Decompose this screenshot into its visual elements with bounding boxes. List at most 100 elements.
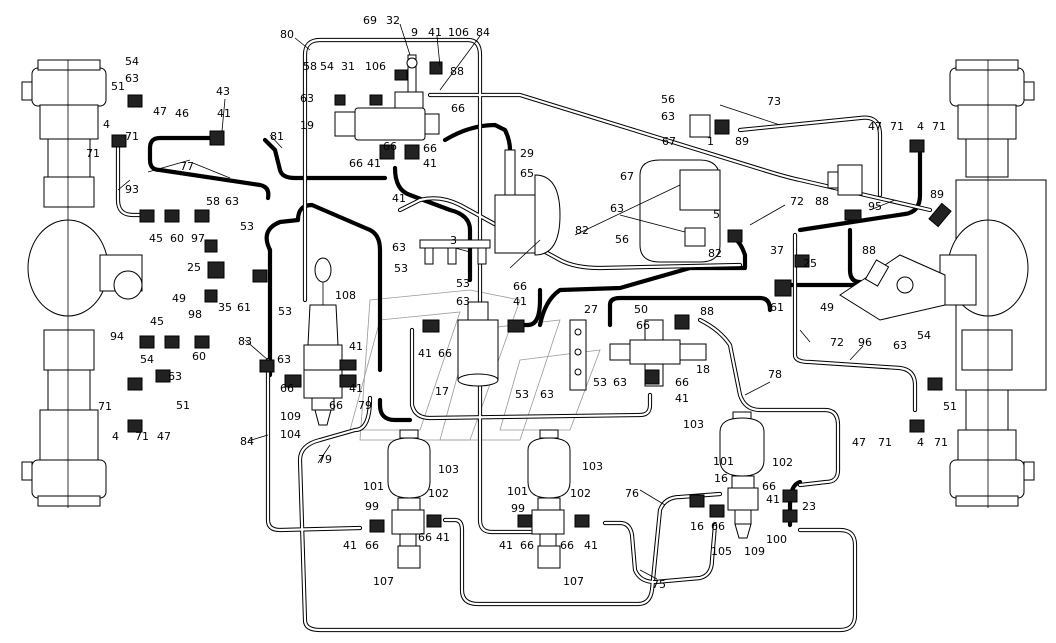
- callout-70: 63: [392, 241, 406, 254]
- callout-38: 45: [149, 232, 163, 245]
- callout-17: 41: [367, 157, 381, 170]
- callout-2: 69: [363, 14, 377, 27]
- callout-72: 53: [456, 277, 470, 290]
- callout-116: 71: [932, 120, 946, 133]
- callout-35: 58: [206, 195, 220, 208]
- callout-25: 47: [153, 105, 167, 118]
- callout-74: 66: [513, 280, 527, 293]
- callout-152: 100: [766, 533, 787, 546]
- callout-33: 77: [180, 160, 194, 173]
- callout-130: 99: [365, 500, 379, 513]
- callout-49: 54: [140, 353, 154, 366]
- callout-69: 3: [450, 234, 457, 247]
- callout-109: 96: [858, 336, 872, 349]
- callout-23: 63: [125, 72, 139, 85]
- callout-45: 98: [188, 308, 202, 321]
- callout-51: 51: [176, 399, 190, 412]
- callout-1: 80: [280, 28, 294, 41]
- callout-101: 53: [515, 388, 529, 401]
- callout-119: 89: [930, 188, 944, 201]
- callout-103: 72: [790, 195, 804, 208]
- callout-106: 61: [770, 301, 784, 314]
- callout-150: 41: [766, 493, 780, 506]
- cylinder-17: [457, 301, 499, 387]
- callout-19: 66: [349, 157, 363, 170]
- callout-6: 106: [448, 26, 469, 39]
- reservoir-65: [494, 149, 561, 256]
- callout-148: 102: [772, 456, 793, 469]
- callout-151: 23: [802, 500, 816, 513]
- callout-157: 76: [625, 487, 639, 500]
- callout-18: 66: [423, 142, 437, 155]
- callout-55: 47: [157, 430, 171, 443]
- callout-52: 71: [98, 400, 112, 413]
- callout-121: 54: [917, 329, 931, 342]
- callout-28: 71: [86, 147, 100, 160]
- valve-67: [639, 114, 721, 263]
- callout-143: 41: [584, 539, 598, 552]
- callout-137: 101: [507, 485, 528, 498]
- callout-59: 1: [707, 135, 714, 148]
- callout-91: 79: [318, 453, 332, 466]
- callout-42: 49: [172, 292, 186, 305]
- callout-71: 53: [394, 262, 408, 275]
- brake-valve-assembly: [334, 54, 440, 141]
- callout-5: 41: [428, 26, 442, 39]
- callout-79: 108: [335, 289, 356, 302]
- callout-61: 73: [767, 95, 781, 108]
- right-axle: [939, 59, 1047, 508]
- callout-84: 66: [280, 382, 294, 395]
- callout-97: 53: [593, 376, 607, 389]
- callout-129: 102: [428, 487, 449, 500]
- callout-147: 101: [713, 455, 734, 468]
- callout-113: 47: [868, 120, 882, 133]
- callout-27: 4: [103, 118, 110, 131]
- callout-98: 63: [613, 376, 627, 389]
- callout-48: 60: [192, 350, 206, 363]
- callout-153: 16: [690, 520, 704, 533]
- leader-lines: [117, 23, 896, 580]
- callout-88: 104: [280, 428, 301, 441]
- bracket-27: [569, 319, 587, 391]
- callout-96: 18: [696, 363, 710, 376]
- callout-92: 27: [584, 303, 598, 316]
- callout-12: 88: [450, 65, 464, 78]
- callout-154: 66: [711, 520, 725, 533]
- callout-29: 43: [216, 85, 230, 98]
- callout-76: 41: [418, 347, 432, 360]
- callout-56: 56: [661, 93, 675, 106]
- callout-40: 97: [191, 232, 205, 245]
- callout-44: 61: [237, 301, 251, 314]
- valve-95: [827, 164, 863, 196]
- callout-77: 66: [438, 347, 452, 360]
- callout-39: 60: [170, 232, 184, 245]
- callout-117: 88: [815, 195, 829, 208]
- callout-62: 29: [520, 147, 534, 160]
- callout-124: 71: [878, 436, 892, 449]
- callout-141: 66: [520, 539, 534, 552]
- callout-32: 81: [270, 130, 284, 143]
- callout-47: 45: [150, 315, 164, 328]
- callout-83: 41: [349, 340, 363, 353]
- callout-14: 66: [451, 102, 465, 115]
- callout-37: 53: [240, 220, 254, 233]
- callout-90: 79: [358, 399, 372, 412]
- callout-107: 49: [820, 301, 834, 314]
- callout-36: 63: [225, 195, 239, 208]
- callout-54: 71: [135, 430, 149, 443]
- callout-144: 107: [563, 575, 584, 588]
- callout-99: 66: [675, 376, 689, 389]
- callout-104: 37: [770, 244, 784, 257]
- callout-16: 66: [383, 140, 397, 153]
- callout-67: 56: [615, 233, 629, 246]
- callout-155: 105: [711, 545, 732, 558]
- callout-65: 63: [610, 202, 624, 215]
- callout-3: 32: [386, 14, 400, 27]
- callout-123: 47: [852, 436, 866, 449]
- callout-labels: 80 69 32 9 41 106 84 58 54 31 106 88 63 …: [86, 14, 957, 591]
- callout-132: 66: [365, 539, 379, 552]
- callout-138: 102: [570, 487, 591, 500]
- callout-112: 82: [708, 247, 722, 260]
- callout-57: 63: [661, 110, 675, 123]
